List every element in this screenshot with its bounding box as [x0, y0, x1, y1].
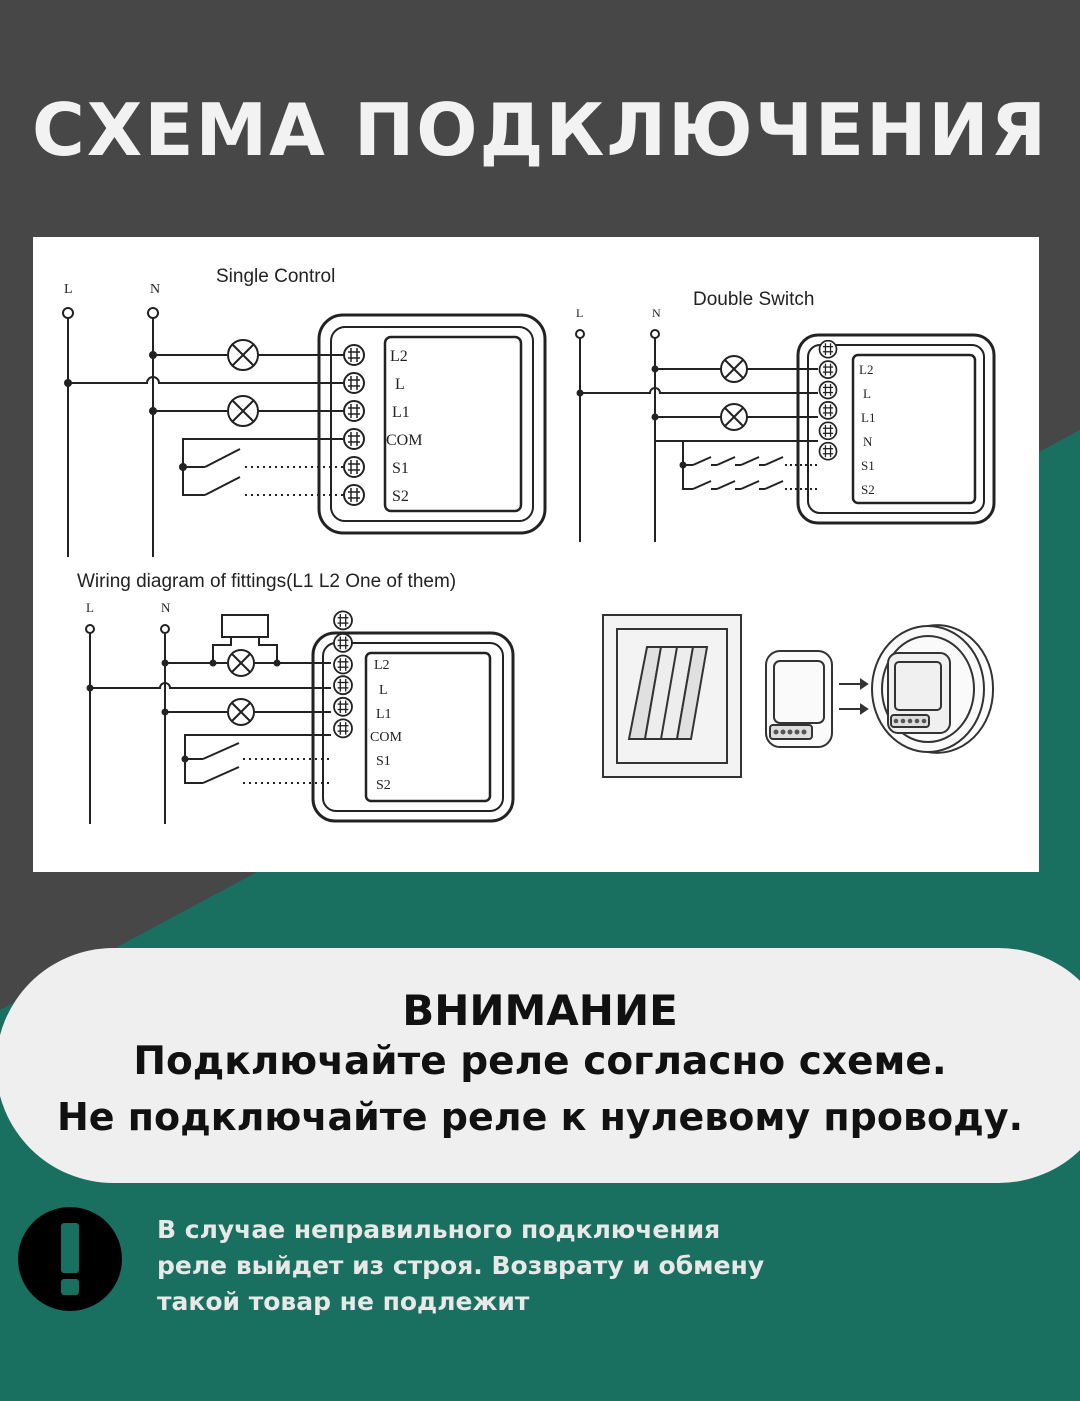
page-title: СХЕМА ПОДКЛЮЧЕНИЯ: [31, 88, 1049, 172]
double-switch-caption: Double Switch: [693, 289, 814, 310]
fittings-terminal-3: COM: [370, 730, 402, 745]
single-control-caption: Single Control: [216, 266, 335, 287]
disclaimer-line-1: В случае неправильного подключения: [157, 1215, 721, 1244]
attention-notice: ВНИМАНИЕ Подключайте реле согласно схеме…: [0, 948, 1080, 1183]
disclaimer-line-3: такой товар не подлежит: [157, 1287, 530, 1316]
single-terminal-2: L1: [392, 404, 410, 421]
single-terminal-1: L: [395, 376, 405, 393]
wiring-diagram-panel: Single Control L N: [33, 237, 1039, 872]
single-terminal-4: S1: [392, 460, 409, 477]
exclamation-icon: [18, 1207, 122, 1311]
notice-line-1: Подключайте реле согласно схеме.: [133, 1039, 947, 1084]
installation-illustration: [602, 614, 995, 778]
fittings-diagram: Wiring diagram of fittings(L1 L2 One of …: [77, 571, 515, 824]
double-wire-n-label: N: [652, 306, 661, 320]
double-terminal-2: L1: [861, 410, 875, 425]
fittings-terminal-0: L2: [374, 658, 390, 673]
double-switch-diagram: Double Switch L N: [575, 289, 996, 542]
fittings-caption: Wiring diagram of fittings(L1 L2 One of …: [77, 571, 456, 592]
notice-heading: ВНИМАНИЕ: [402, 986, 678, 1035]
fittings-terminal-4: S1: [376, 754, 391, 769]
disclaimer-line-2: реле выйдет из строя. Возврату и обмену: [157, 1251, 765, 1280]
fittings-wire-n-label: N: [161, 600, 171, 615]
single-terminal-3: COM: [386, 432, 422, 449]
double-terminal-0: L2: [859, 362, 873, 377]
fittings-terminal-2: L1: [376, 707, 392, 722]
single-control-diagram: Single Control L N: [62, 266, 547, 557]
double-terminal-3: N: [863, 434, 873, 449]
fittings-terminal-5: S2: [376, 778, 391, 793]
notice-line-2: Не подключайте реле к нулевому проводу.: [56, 1095, 1024, 1139]
double-terminal-5: S2: [861, 482, 875, 497]
double-terminal-4: S1: [861, 458, 875, 473]
fittings-wire-l-label: L: [86, 600, 94, 615]
single-terminal-5: S2: [392, 488, 409, 505]
disclaimer-text: В случае неправильного подключения реле …: [157, 1212, 764, 1320]
single-terminal-0: L2: [390, 348, 408, 365]
single-wire-l-label: L: [64, 282, 73, 297]
single-wire-n-label: N: [150, 282, 160, 297]
double-terminal-1: L: [863, 386, 871, 401]
fittings-terminal-1: L: [379, 683, 388, 698]
double-wire-l-label: L: [576, 306, 583, 320]
